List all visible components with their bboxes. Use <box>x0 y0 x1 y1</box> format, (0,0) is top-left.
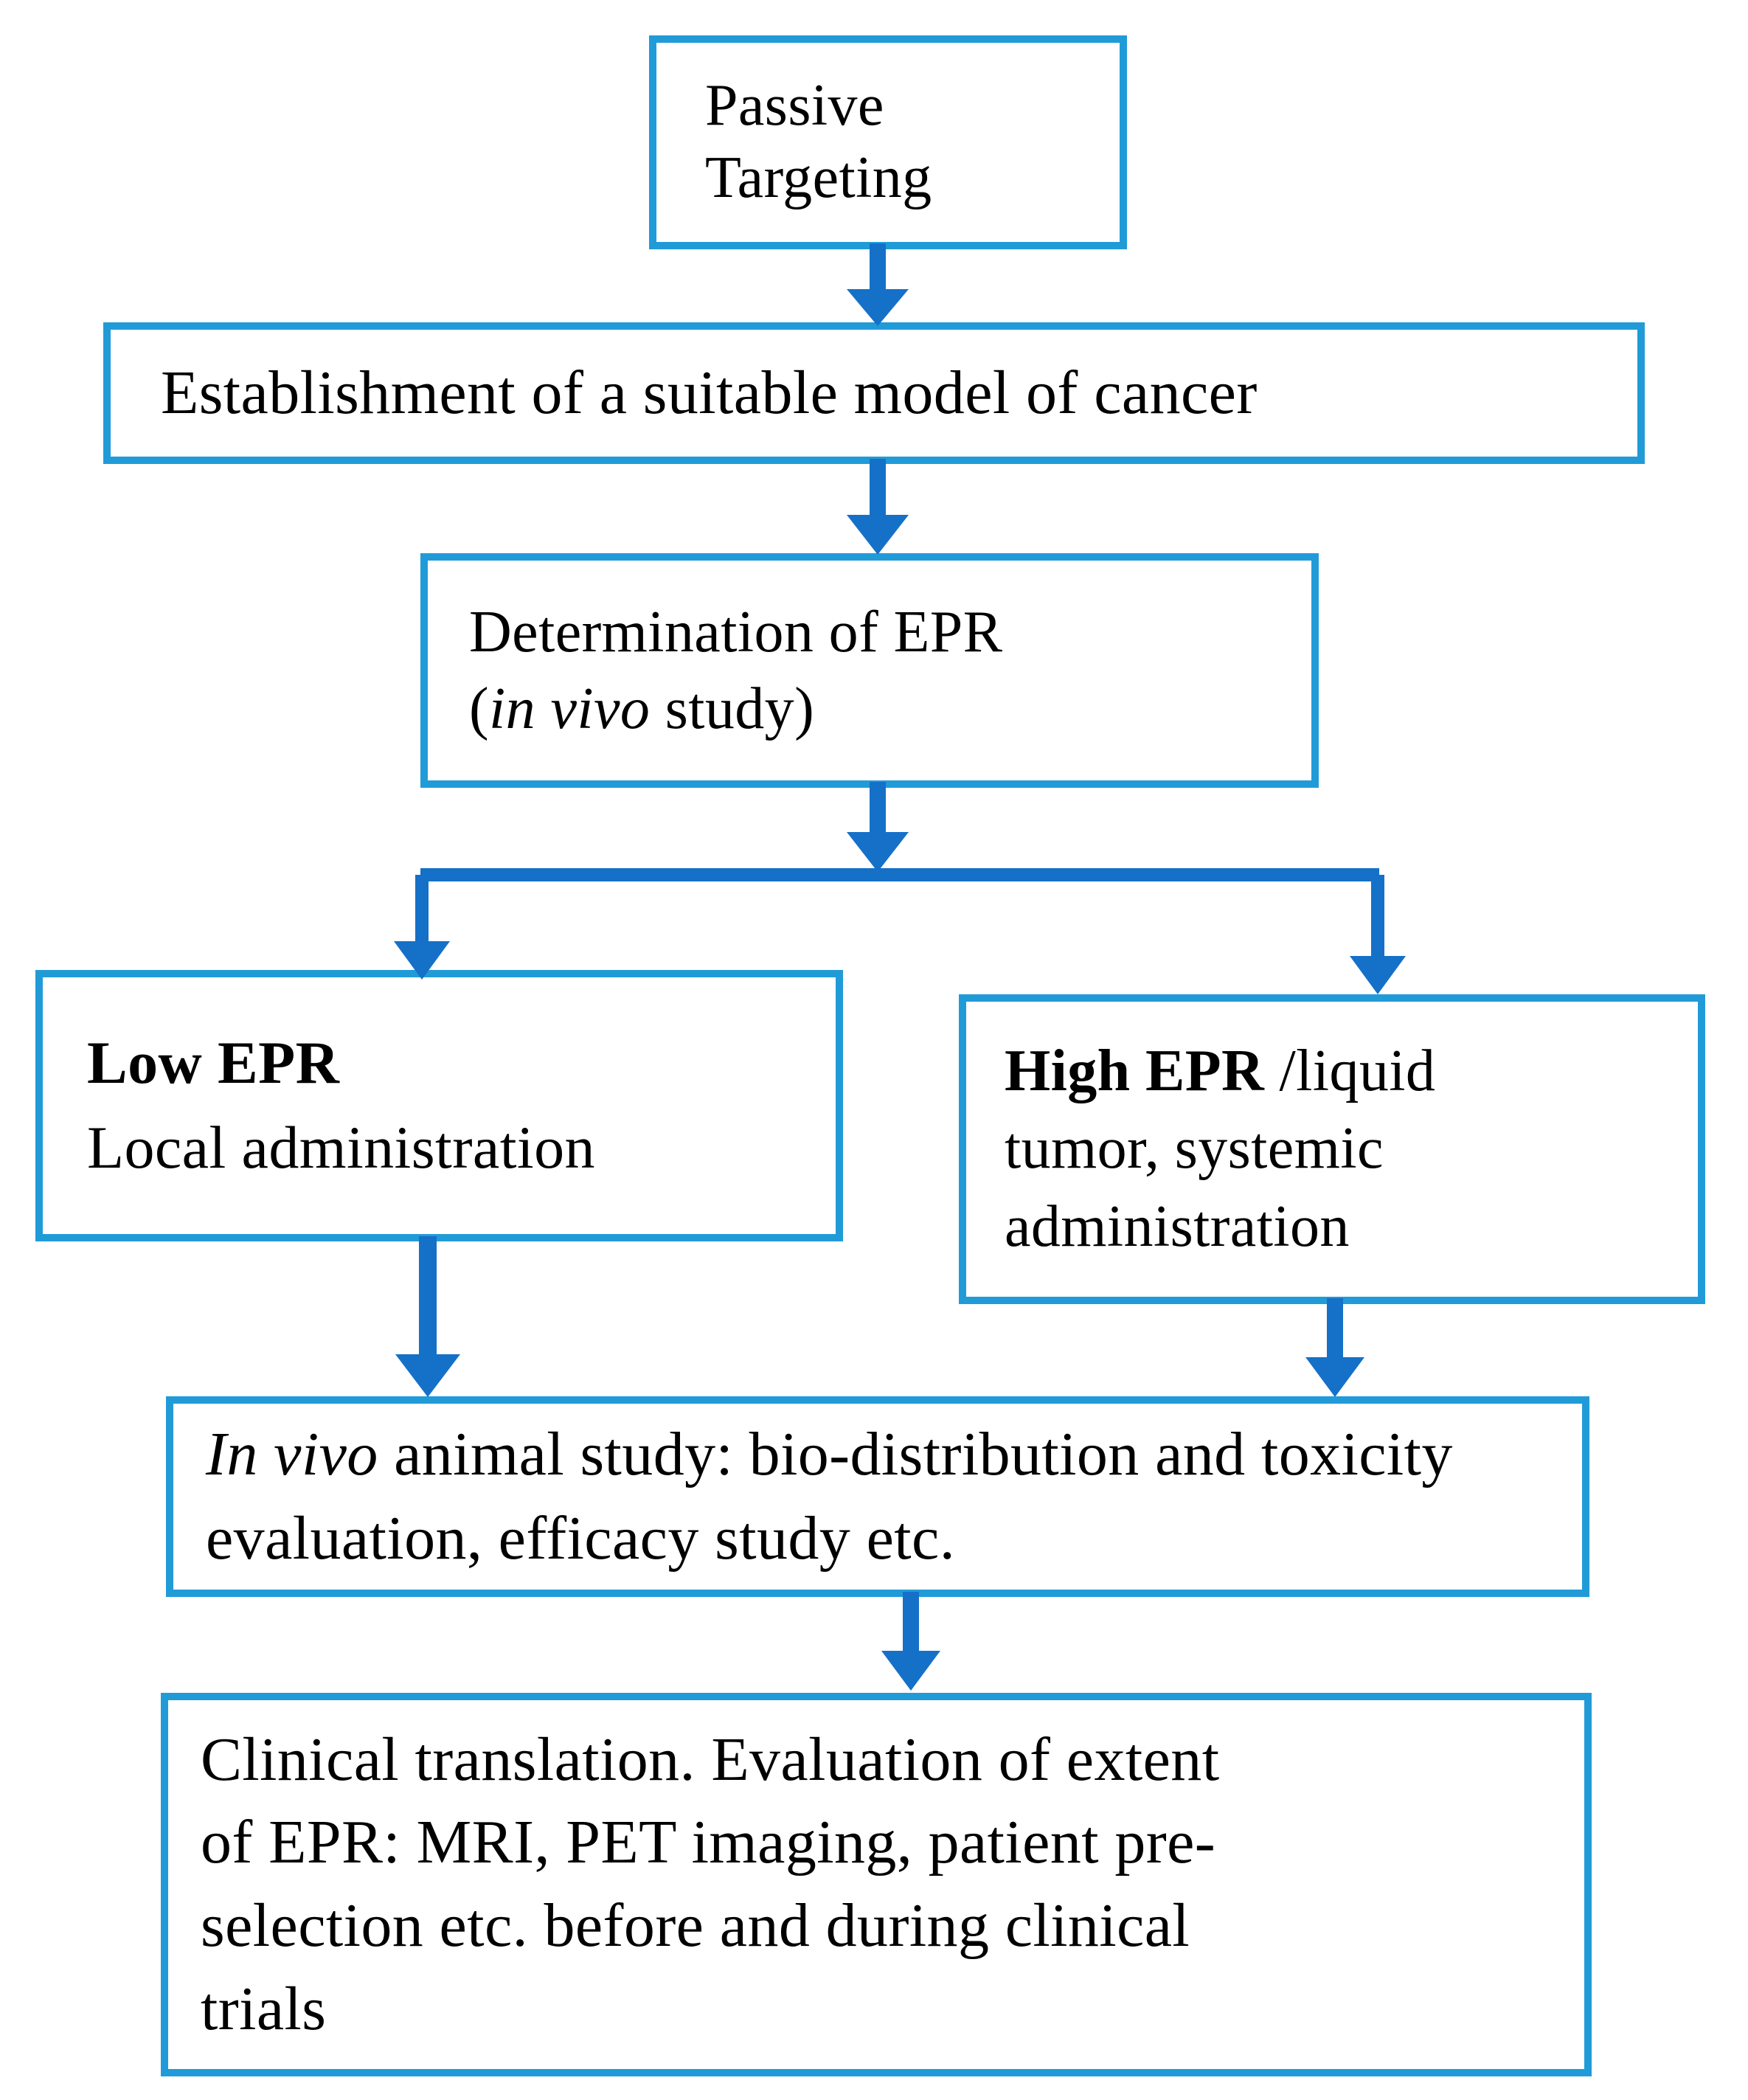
arrow-invivo-to-clinical <box>867 1592 955 1699</box>
low-epr-line-2: Local administration <box>87 1114 595 1181</box>
node-low-epr-label: Low EPR Local administration <box>43 1021 836 1191</box>
high-epr-line-1-rest: /liquid <box>1264 1038 1436 1103</box>
node-determination-epr-label: Determination of EPR (in vivo study) <box>428 594 1311 747</box>
arrow-establishment-to-epr <box>833 459 922 562</box>
epr-line-2-italic: in vivo <box>489 676 651 741</box>
epr-line-1: Determination of EPR <box>469 600 1003 665</box>
clinical-line-3: selection etc. before and during clinica… <box>201 1891 1190 1960</box>
node-determination-epr[interactable]: Determination of EPR (in vivo study) <box>420 553 1319 788</box>
node-high-epr-label: High EPR /liquid tumor, systemic administr… <box>966 1033 1698 1266</box>
low-epr-heading: Low EPR <box>87 1029 340 1097</box>
node-clinical-translation-label: Clinical translation. Evaluation of exte… <box>168 1719 1584 2051</box>
node-high-epr[interactable]: High EPR /liquid tumor, systemic administr… <box>959 994 1705 1304</box>
arrow-low-epr-to-invivo <box>384 1236 472 1406</box>
node-in-vivo-animal-study[interactable]: In vivo animal study: bio-distribution a… <box>166 1396 1589 1597</box>
in-vivo-rest: animal study: bio-distribution and toxic… <box>206 1419 1453 1573</box>
high-epr-heading: High EPR <box>1005 1038 1265 1103</box>
high-epr-line-3: administration <box>1005 1193 1350 1259</box>
clinical-line-4: trials <box>201 1974 327 2043</box>
in-vivo-italic-lead: In vivo <box>206 1419 378 1489</box>
epr-line-2-prefix: ( <box>469 676 490 741</box>
arrow-passive-to-establishment <box>833 243 922 332</box>
arrow-split-to-high-epr <box>1350 956 1406 994</box>
high-epr-line-2: tumor, systemic <box>1005 1116 1384 1182</box>
node-low-epr[interactable]: Low EPR Local administration <box>35 970 843 1241</box>
arrow-epr-to-split <box>833 782 922 878</box>
clinical-line-1: Clinical translation. Evaluation of exte… <box>201 1725 1220 1794</box>
epr-line-2-suffix: study) <box>650 676 815 741</box>
node-in-vivo-animal-study-label: In vivo animal study: bio-distribution a… <box>173 1413 1582 1581</box>
node-clinical-translation[interactable]: Clinical translation. Evaluation of exte… <box>161 1693 1592 2076</box>
clinical-line-2: of EPR: MRI, PET imaging, patient pre- <box>201 1808 1216 1877</box>
node-passive-targeting-label: Passive Targeting <box>705 73 932 210</box>
node-establishment-label: Establishment of a suitable model of can… <box>161 358 1258 428</box>
node-establishment[interactable]: Establishment of a suitable model of can… <box>103 322 1645 464</box>
arrow-high-epr-to-invivo <box>1291 1298 1379 1405</box>
node-passive-targeting[interactable]: Passive Targeting <box>649 35 1127 249</box>
